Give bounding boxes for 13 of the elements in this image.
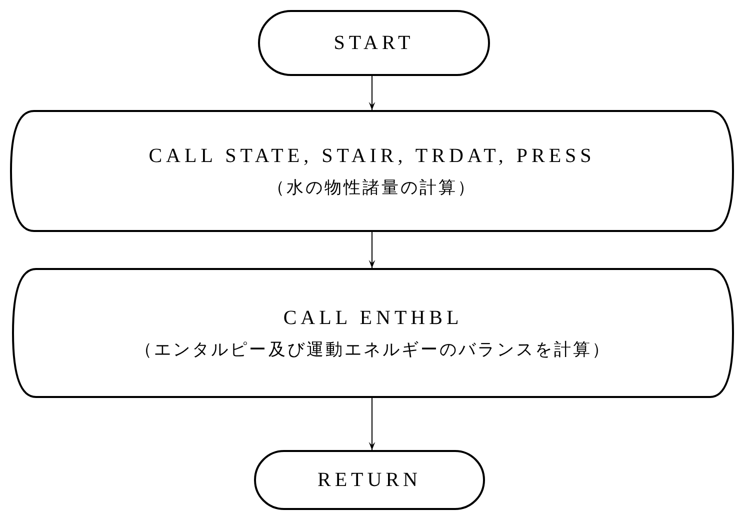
arrow (368, 398, 376, 450)
process-box (10, 110, 734, 232)
arrow (368, 232, 376, 268)
node-title: START (334, 30, 414, 56)
arrow (368, 76, 376, 110)
node-description: （エンタルピー及び運動エネルギーのバランスを計算） (135, 338, 611, 360)
node-title: CALL STATE, STAIR, TRDAT, PRESS (148, 144, 596, 169)
node-description: （水の物性諸量の計算） (267, 176, 477, 198)
node-title: RETURN (318, 468, 422, 492)
node-title: CALL ENTHBL (283, 306, 463, 331)
terminal-box (254, 450, 485, 510)
terminal-box (258, 10, 490, 76)
process-box (12, 268, 734, 398)
